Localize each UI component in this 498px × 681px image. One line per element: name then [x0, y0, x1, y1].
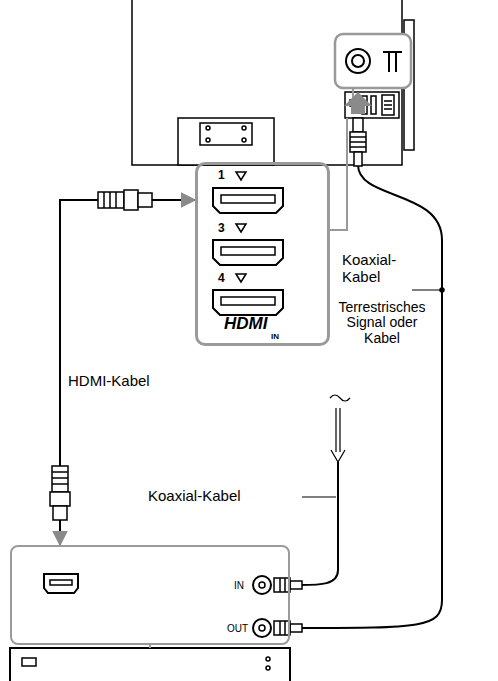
box-led	[266, 657, 270, 661]
hdmi-port-1	[213, 188, 283, 213]
leader-line	[149, 645, 151, 648]
port-label: OUT	[227, 623, 248, 634]
antenna-symbol	[383, 52, 402, 72]
port-label: IN	[234, 580, 244, 591]
coax-cable	[300, 165, 442, 628]
out-socket	[253, 619, 271, 637]
screw	[206, 126, 210, 130]
tv-port	[371, 96, 376, 114]
antenna-callout	[335, 34, 411, 88]
port-triangle	[236, 224, 246, 232]
hdmi-logo: HDMI	[224, 315, 267, 334]
cable-jacket	[354, 152, 362, 166]
cable-label: Koaxial-Kabel	[342, 252, 408, 285]
coax-plug-out	[274, 621, 302, 635]
box-slot	[22, 658, 36, 666]
coax-plug	[350, 132, 366, 152]
stand-plate	[200, 123, 252, 145]
signal-label: Terrestrisches Signal oder Kabel	[336, 300, 428, 346]
hdmi-panel: 1 3 4HDMI IN	[195, 162, 330, 346]
screw	[242, 126, 246, 130]
port-label: 4	[218, 272, 225, 285]
cable-label: HDMI-Kabel	[68, 373, 150, 390]
port-label: 3	[218, 222, 225, 235]
port-line	[384, 100, 392, 102]
set-top-box	[10, 648, 290, 681]
in-socket-pin	[259, 582, 265, 588]
hdmi-port-inner	[221, 247, 275, 255]
port-label: 1	[218, 169, 225, 182]
cable-label: Koaxial-Kabel	[148, 488, 308, 505]
hdmi-port-inner	[221, 195, 275, 203]
grey-arrow	[344, 92, 372, 114]
out-socket-pin	[259, 625, 265, 631]
hdmi-port-inner	[221, 297, 275, 305]
port-triangle	[236, 274, 246, 282]
hdmi-ports	[382, 95, 394, 115]
coax-socket-inner	[352, 55, 364, 67]
leader-line	[330, 118, 347, 230]
coax-socket	[346, 49, 370, 73]
hdmi-port-inner	[50, 580, 72, 585]
leader-line	[302, 497, 336, 498]
leader-line	[412, 290, 440, 291]
coax-cable	[300, 462, 338, 585]
screw	[242, 138, 246, 142]
hdmi-port	[44, 574, 78, 593]
coax-plug-tip	[353, 118, 363, 132]
signal-arrow-head	[331, 450, 345, 462]
screw	[206, 138, 210, 142]
tv-stand	[178, 118, 274, 165]
plug-ridge	[350, 146, 366, 148]
hdmi-port-3	[213, 240, 283, 265]
leader-dot	[440, 288, 444, 292]
hdmi-port-4	[213, 290, 283, 315]
in-socket	[253, 576, 271, 594]
plug-ridge	[350, 136, 366, 138]
signal-wave	[330, 395, 350, 401]
coax-plug-in	[274, 578, 302, 592]
hdmi-plug-top	[98, 190, 152, 210]
port-line	[384, 108, 392, 110]
box-led	[266, 666, 270, 670]
port-line	[384, 104, 392, 106]
box-panel: IN OUT	[10, 545, 290, 645]
hdmi-plug-bottom	[50, 466, 70, 520]
signal-arrow-shaft	[336, 408, 340, 452]
plug-ridge	[350, 141, 366, 143]
hdmi-logo-in: IN	[271, 333, 279, 342]
port-triangle	[236, 172, 246, 180]
